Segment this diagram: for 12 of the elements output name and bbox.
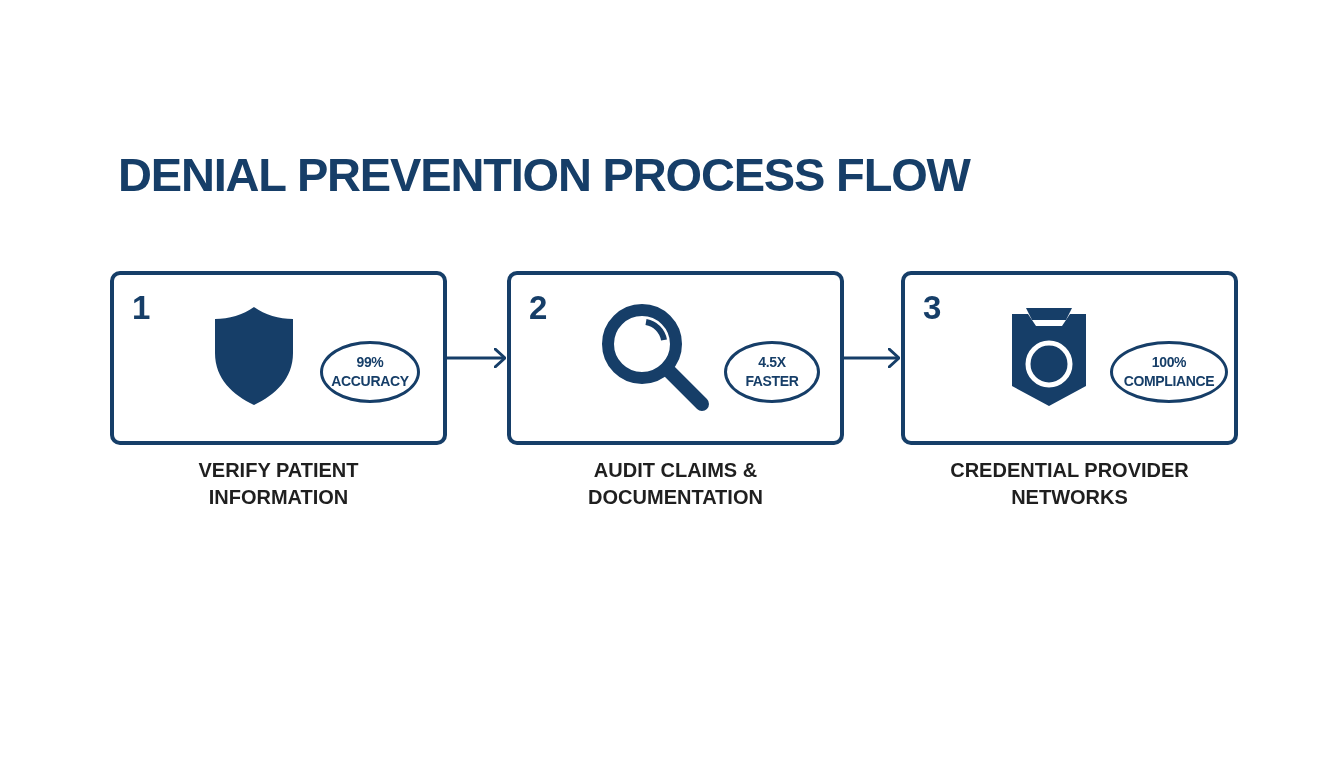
- step-number: 2: [529, 291, 548, 324]
- title: DENIAL PREVENTION PROCESS FLOW: [118, 147, 970, 203]
- step-number: 1: [132, 291, 151, 324]
- stat-badge: 99% ACCURACY: [320, 341, 420, 403]
- arrow: [447, 347, 507, 369]
- step-number: 3: [923, 291, 942, 324]
- stat-badge: 100% COMPLIANCE: [1110, 341, 1228, 403]
- step-caption: VERIFY PATIENT INFORMATION: [197, 458, 360, 510]
- stat-badge: 4.5X FASTER: [724, 341, 820, 403]
- step-caption: CREDENTIAL PROVIDER NETWORKS: [949, 458, 1190, 510]
- arrow: [844, 347, 901, 369]
- step-caption: AUDIT CLAIMS & DOCUMENTATION: [587, 458, 764, 510]
